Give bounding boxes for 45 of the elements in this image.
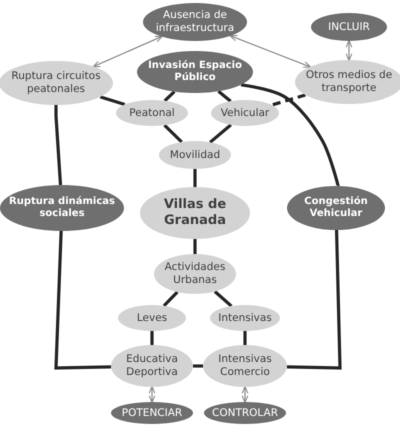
connector xyxy=(240,83,340,188)
ellipse-node xyxy=(0,61,113,105)
connector xyxy=(193,239,197,254)
connector xyxy=(163,124,183,144)
connector xyxy=(243,331,247,345)
ellipse-node xyxy=(211,100,279,126)
node-label: Vehicular xyxy=(220,106,270,120)
ellipse-node xyxy=(295,60,400,104)
node-label: POTENCIAR xyxy=(120,406,184,420)
node-label: Ruptura circuitos peatonales xyxy=(10,70,102,96)
node-label: Congestión Vehicular xyxy=(303,196,369,220)
node-label: Otros medios de transporte xyxy=(304,69,394,95)
double-arrow xyxy=(229,35,312,68)
connector xyxy=(54,105,62,186)
connector xyxy=(193,169,197,187)
node-label: Movilidad xyxy=(168,148,222,162)
node-label: Villas de Granada xyxy=(162,197,228,229)
node-label: Educativa Deportiva xyxy=(125,353,179,379)
connector xyxy=(100,95,126,106)
connector xyxy=(54,230,112,370)
ellipse-node xyxy=(116,100,188,126)
node-label: Intensivas Comercio xyxy=(217,353,273,379)
node-label: Ruptura dinámicas sociales xyxy=(8,196,116,220)
node-label: Intensivas xyxy=(217,312,273,324)
node-label: Ausencia de infraestructura xyxy=(154,9,236,35)
double-arrow xyxy=(92,36,163,68)
connector xyxy=(209,124,232,144)
node-label: Leves xyxy=(136,312,168,324)
double-arrow xyxy=(148,386,156,404)
connector xyxy=(217,90,232,102)
node-label: Invasión Espacio Público xyxy=(147,60,243,84)
connector xyxy=(271,93,306,107)
connector xyxy=(164,90,176,102)
node-label: Actividades Urbanas xyxy=(164,261,226,287)
connector xyxy=(162,290,178,307)
ellipse-node xyxy=(0,185,124,231)
node-label: CONTROLAR xyxy=(211,406,279,420)
double-arrow xyxy=(346,40,352,62)
double-arrow xyxy=(242,386,248,404)
connector xyxy=(193,364,203,368)
connector xyxy=(286,230,342,370)
node-label: INCLUIR xyxy=(327,20,371,34)
connector xyxy=(214,290,232,308)
connector xyxy=(150,331,154,345)
node-label: Peatonal xyxy=(128,106,176,120)
